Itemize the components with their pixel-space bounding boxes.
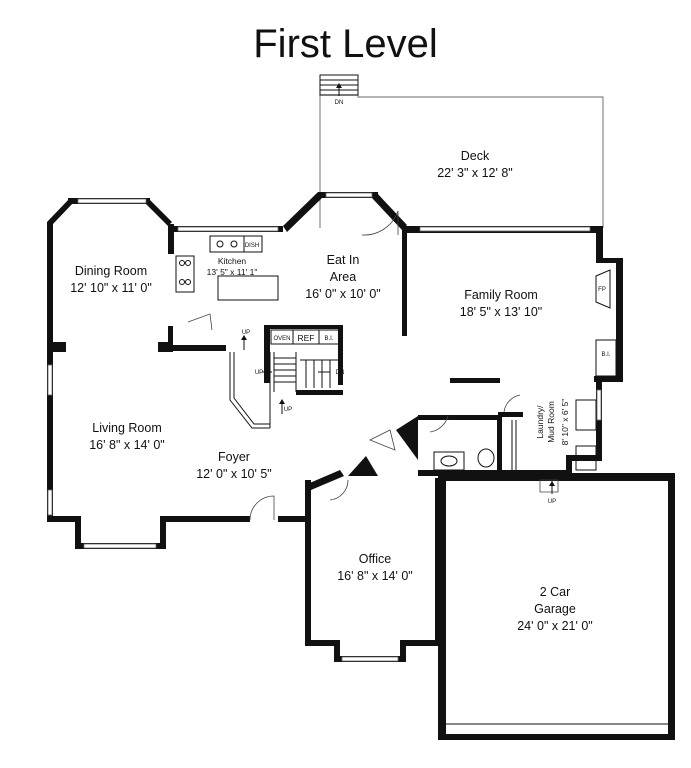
laundry-sink	[575, 445, 597, 471]
eat-in-dims: 16' 0" x 10' 0"	[305, 287, 381, 301]
vanity-sink	[433, 451, 465, 471]
fixture-labels: DISH OVEN REF B.I. FP B.I.	[245, 243, 611, 358]
laundry-fixtures	[433, 399, 597, 494]
laundry-label-2: Mud Room	[546, 401, 556, 443]
fp-label: FP	[598, 287, 606, 293]
office-label: Office	[359, 552, 391, 566]
deck-outline	[319, 74, 604, 228]
dining-room-dims: 12' 10" x 11' 0"	[70, 281, 152, 295]
family-fixtures	[595, 269, 617, 377]
laundry-dims: 8' 10" x 6' 5"	[560, 399, 570, 446]
floor-plan-title: First Level	[253, 22, 438, 66]
kitchen-dims: 13' 5" x 11' 1"	[207, 267, 258, 277]
fireplace	[595, 269, 611, 309]
living-room-dims: 16' 8" x 14' 0"	[89, 438, 165, 452]
built-in-kitchen	[318, 329, 340, 345]
laundry-label-1: Laundry/	[535, 405, 545, 439]
dn-right-label: DN	[336, 370, 345, 376]
toilet	[477, 448, 495, 468]
up-garage-label: UP	[548, 499, 556, 505]
eat-in-label-2: Area	[330, 270, 356, 284]
foyer-label: Foyer	[218, 450, 250, 464]
deck-dims: 22' 3" x 12' 8"	[437, 166, 513, 180]
living-room-label: Living Room	[92, 421, 161, 435]
dish-label: DISH	[245, 243, 259, 249]
kitchen-sink	[209, 235, 245, 253]
garage-label-1: 2 Car	[540, 585, 571, 599]
dining-room-label: Dining Room	[75, 264, 147, 278]
family-room-label: Family Room	[464, 288, 538, 302]
kitchen-fixtures	[175, 235, 340, 345]
up-left-label: UP	[255, 370, 263, 376]
stair-labels: DN UP UP DN UP UP	[242, 100, 556, 505]
deck-dn-label: DN	[335, 100, 344, 106]
eat-in-label-1: Eat In	[327, 253, 360, 267]
interior-walls	[52, 230, 523, 522]
office-dims: 16' 8" x 14' 0"	[337, 569, 413, 583]
ref-label: REF	[298, 333, 315, 343]
built-in-family	[595, 339, 617, 377]
washer-dryer	[575, 399, 597, 431]
windows	[47, 192, 602, 662]
garage-label-2: Garage	[534, 602, 576, 616]
family-room-dims: 18' 5" x 13' 10"	[460, 305, 542, 319]
oven-label: OVEN	[273, 336, 290, 342]
bi-kitchen-label: B.I.	[324, 336, 333, 342]
kitchen-label: Kitchen	[218, 256, 247, 266]
up-lower-label: UP	[284, 407, 292, 413]
doors	[187, 210, 559, 521]
up-kitchen-label: UP	[242, 330, 250, 336]
kitchen-island	[217, 275, 279, 301]
dishwasher	[243, 235, 263, 253]
bi-family-label: B.I.	[601, 352, 610, 358]
room-labels: Deck 22' 3" x 12' 8" Dining Room 12' 10"…	[70, 149, 593, 633]
staircase	[229, 335, 338, 429]
range	[175, 255, 195, 293]
garage-dims: 24' 0" x 21' 0"	[517, 619, 593, 633]
deck-label: Deck	[461, 149, 490, 163]
foyer-dims: 12' 0" x 10' 5"	[196, 467, 272, 481]
